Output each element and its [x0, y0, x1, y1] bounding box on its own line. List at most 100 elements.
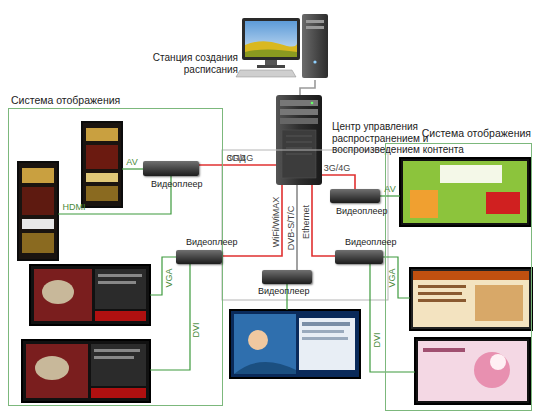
signal-label: DVI: [373, 332, 382, 347]
computer-icon: [245, 21, 297, 57]
video-cable: [150, 257, 176, 295]
screen-display: [34, 269, 92, 321]
computer-icon: [306, 20, 324, 23]
computer-icon: [257, 65, 285, 68]
link-label: DVB-S/T/C: [287, 206, 296, 251]
screen-display: [410, 190, 438, 218]
server-icon: [280, 100, 318, 106]
node-text: Станция создания расписания: [126, 52, 238, 75]
screen-display: [440, 165, 502, 183]
network-link: [300, 80, 315, 95]
video-player: Видеоплеер: [262, 270, 312, 284]
screen-display: [474, 352, 510, 388]
screen-display: [35, 356, 69, 380]
screen-display: [418, 299, 466, 302]
display-group: Система отображенияВидеоплеерВидеоплеер: [8, 108, 223, 406]
screen-display: [22, 219, 54, 229]
screen-display: [400, 158, 530, 226]
server-icon: [282, 130, 316, 178]
screen-display: [418, 285, 466, 288]
screen-display: [82, 122, 122, 207]
server-icon: [280, 109, 318, 115]
screen-display: [94, 349, 140, 352]
server-icon: [286, 148, 312, 149]
screen-display: [490, 354, 506, 370]
node-text: Видеоплеер: [336, 206, 406, 216]
screen-display: [299, 318, 355, 370]
screen-display: [230, 310, 360, 378]
network-link: [296, 185, 298, 270]
signal-label: HDMI: [63, 203, 86, 212]
video-player: Видеоплеер: [176, 250, 222, 264]
screen-display: [42, 280, 74, 304]
node-text: Видеоплеер: [345, 237, 415, 247]
network-link: [322, 175, 355, 189]
video-cable: [383, 257, 410, 298]
screen-display: [18, 122, 532, 404]
signal-label: DVI: [192, 322, 201, 337]
station-box: Станция создания расписания: [240, 12, 330, 80]
video-player: Видеоплеер: [330, 189, 380, 203]
server-box: Центр управления распространением и восп…: [276, 95, 322, 185]
server-icon: [286, 142, 312, 143]
computer-icon: [245, 41, 297, 57]
screen-display: [234, 362, 296, 374]
screen-display: [22, 168, 54, 183]
computer-icon: [242, 18, 300, 60]
network-frame: [222, 150, 388, 300]
screen-display: [91, 388, 146, 398]
signal-label: AV: [384, 185, 395, 194]
link-label: Ethernet: [302, 205, 311, 239]
network-label: СПД: [226, 154, 245, 163]
node-text: Система отображения: [386, 127, 531, 139]
video-player: Видеоплеер: [335, 250, 383, 264]
screen-display: [98, 274, 142, 277]
computer-icon: [236, 14, 328, 78]
signal-label: AV: [126, 158, 137, 167]
screen-display: [30, 265, 150, 325]
screen-display: [410, 268, 532, 330]
server-icon: [276, 95, 322, 185]
screen-display: [98, 281, 136, 284]
network-frame: [222, 150, 388, 300]
screen-display: [26, 344, 88, 398]
video-cable: [122, 168, 143, 169]
computer-icon: [236, 70, 296, 77]
screen-display: [18, 162, 58, 260]
screen-display: [248, 330, 268, 350]
video-cable: [370, 264, 415, 372]
screen-display: [413, 271, 529, 280]
video-cable: [58, 169, 415, 372]
screen-display: [22, 187, 54, 215]
link-label: 3G/4G: [324, 164, 351, 173]
server-icon: [286, 136, 312, 137]
screen-display: [86, 128, 118, 141]
screen-display: [94, 356, 134, 359]
computer-icon: [313, 60, 316, 63]
video-player: Видеоплеер: [143, 161, 199, 176]
screen-display: [486, 192, 520, 214]
screen-display: [91, 344, 146, 386]
video-cable: [150, 264, 190, 370]
screen-display: [418, 292, 462, 295]
server-icon: [286, 154, 312, 155]
screen-display: [403, 161, 527, 223]
screen-display: [413, 271, 529, 327]
server-icon: [280, 118, 318, 124]
node-text: Видеоплеер: [186, 237, 256, 247]
screen-display: [302, 322, 350, 326]
screen-display: [86, 145, 118, 169]
screen-display: [475, 285, 523, 321]
screen-display: [234, 314, 296, 374]
node-text: Видеоплеер: [258, 286, 328, 296]
node-text: Видеоплеер: [151, 179, 221, 189]
screen-display: [22, 340, 150, 402]
screen-display: [86, 173, 118, 182]
display-group: Система отображения: [385, 143, 532, 411]
screen-display: [22, 233, 54, 253]
video-cable: [380, 195, 400, 196]
screen-display: [302, 330, 344, 333]
computer-icon: [302, 14, 328, 78]
screen-display: [302, 337, 348, 340]
